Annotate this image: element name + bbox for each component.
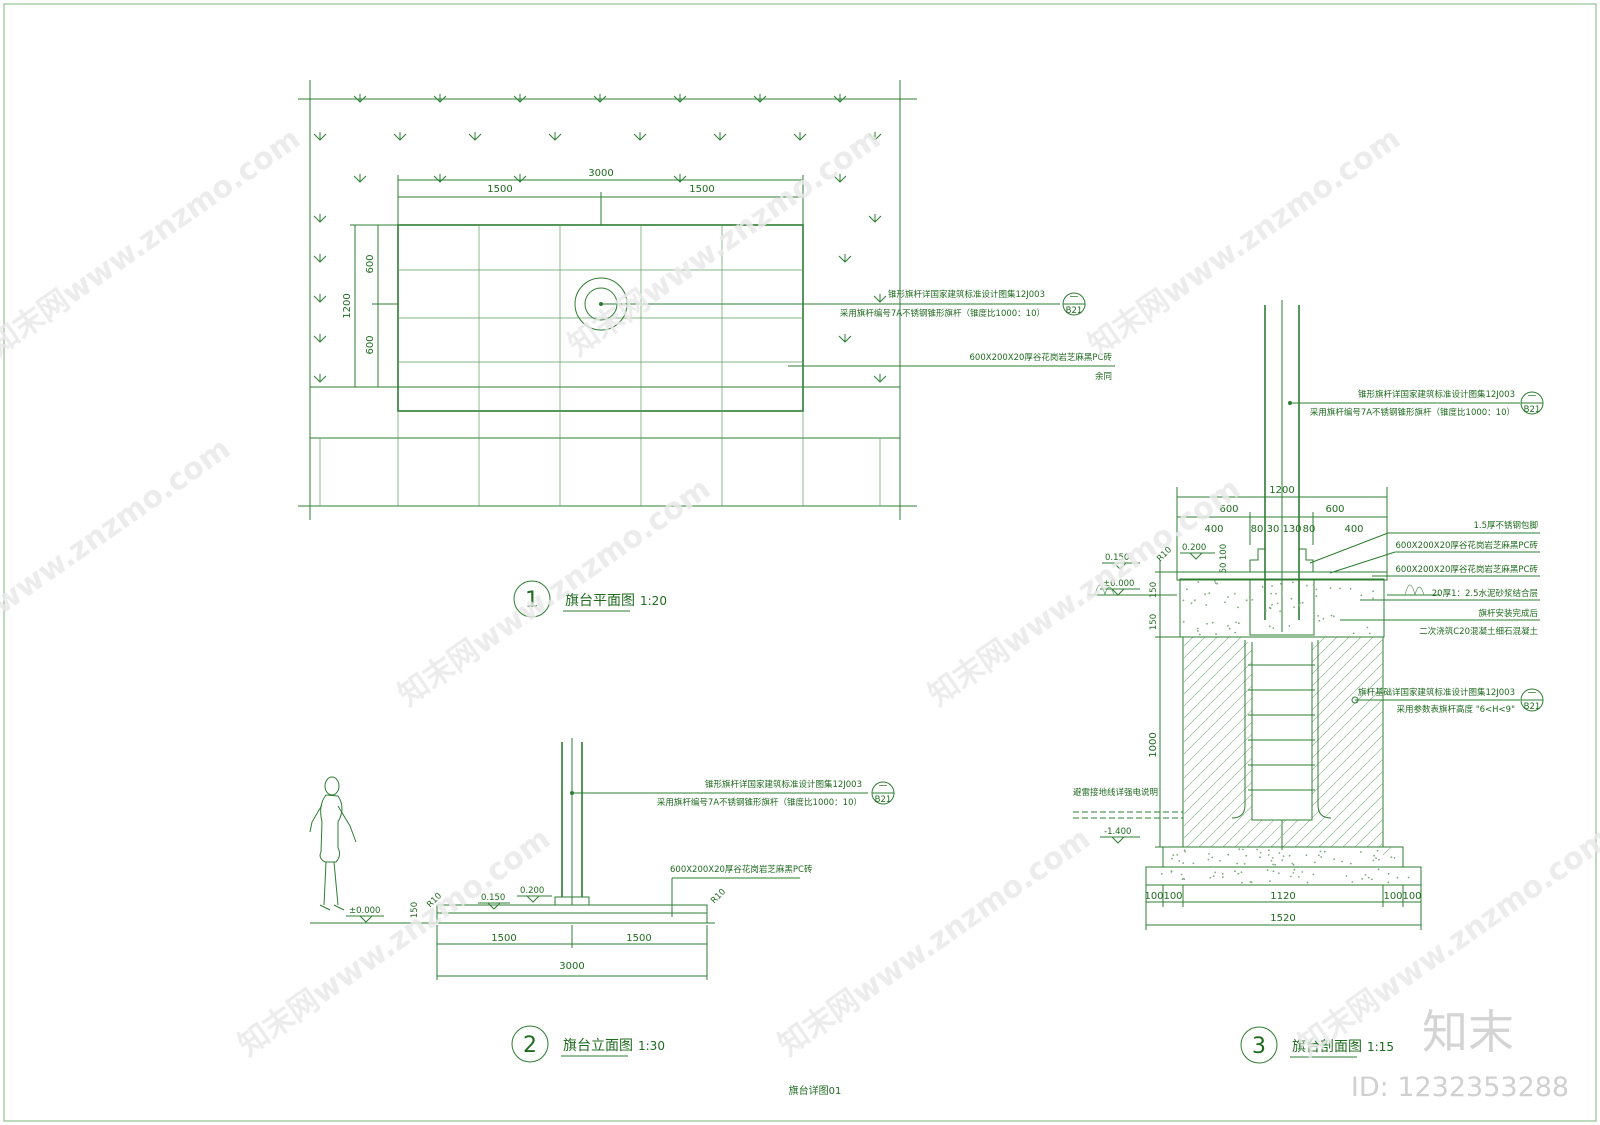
svg-text:知末网www.znzmo.com: 知末网www.znzmo.com — [922, 471, 1247, 713]
sec-level-ground: ±0.000 — [1103, 579, 1134, 589]
plan-dim-total: 3000 — [588, 168, 613, 179]
plan-ref-bottom: B21 — [1066, 306, 1083, 316]
plan-dim-half-right: 1500 — [689, 184, 714, 195]
watermark: 知末网www.znzmo.com 知末网www.znzmo.com 知末网www… — [0, 121, 1600, 1063]
sec-dim-b100b: 100 — [1163, 891, 1182, 902]
sec-note-pole-1: 锥形旗杆详国家建筑标准设计图集12J003 — [1358, 389, 1515, 400]
sec-dim-50: 50 — [1219, 563, 1229, 574]
sec-layer-1: 1.5厚不锈钢包脚 — [1473, 520, 1538, 531]
sec-dim-top-total: 1200 — [1269, 485, 1294, 496]
sec-dim-400r: 400 — [1344, 524, 1363, 535]
sec-title: 旗台剖面图 — [1292, 1039, 1362, 1055]
sec-ground-note: 避雷接地线详强电说明 — [1073, 787, 1158, 798]
elevation-view: 锥形旗杆详国家建筑标准设计图集12J003 采用旗杆编号7A不锈钢锥形旗杆（锥度… — [309, 738, 895, 1063]
sec-dim-400l: 400 — [1204, 524, 1223, 535]
plan-note-pole-2: 采用旗杆编号7A不锈钢锥形旗杆（锥度比1000：10） — [840, 308, 1045, 319]
svg-text:知末网www.znzmo.com: 知末网www.znzmo.com — [1082, 121, 1407, 363]
elev-note-paving: 600X200X20厚谷花岗岩芝麻黑PC砖 — [670, 864, 813, 875]
sec-dim-b1120: 1120 — [1270, 891, 1295, 902]
sec-ref-top: 一 — [1528, 392, 1537, 402]
person-figure — [309, 776, 357, 911]
sec-dim-1000: 1000 — [1148, 732, 1159, 757]
plan-dim-half-left: 1500 — [487, 184, 512, 195]
elev-dim-half-right: 1500 — [626, 933, 651, 944]
plan-ref-top: 一 — [1070, 293, 1079, 303]
section-view: 1200 600 600 400 80 30 130 80 400 150 15… — [1073, 300, 1544, 1064]
sheet-border — [3, 3, 1597, 1122]
elev-index: 2 — [523, 1033, 537, 1058]
sec-dim-80l: 80 — [1251, 524, 1264, 535]
sec-dim-half-l: 600 — [1219, 504, 1238, 515]
elev-ref-bottom: B21 — [875, 795, 892, 805]
plan-scale: 1:20 — [640, 594, 667, 608]
plan-note-rest: 余同 — [1095, 371, 1112, 382]
sec-dim-100: 100 — [1219, 544, 1229, 560]
sec-found-ref-bottom: B21 — [1524, 702, 1541, 712]
elev-radius-right: R10 — [709, 887, 728, 906]
sec-found-ref-top: 一 — [1528, 689, 1537, 699]
sec-dim-half-r: 600 — [1325, 504, 1344, 515]
svg-text:知末网www.znzmo.com: 知末网www.znzmo.com — [562, 121, 887, 363]
svg-text:知末网www.znzmo.com: 知末网www.znzmo.com — [772, 821, 1097, 1063]
sec-found-2: 采用参数表旗杆高度 "6<H<9" — [1397, 704, 1516, 715]
watermark-brand: 知末 — [1422, 1005, 1514, 1059]
sec-level-bottom: -1.400 — [1104, 827, 1131, 837]
sec-scale: 1:15 — [1367, 1040, 1394, 1054]
sec-found-1: 旗杆基础详国家建筑标准设计图集12J003 — [1358, 687, 1515, 698]
elev-dim-total: 3000 — [559, 961, 584, 972]
sec-dim-130: 130 — [1282, 524, 1301, 535]
sec-dim-b100d: 100 — [1402, 891, 1421, 902]
sec-layer-2: 600X200X20厚谷花岗岩芝麻黑PC砖 — [1396, 540, 1539, 551]
sec-layer-5: 旗杆安装完成后 — [1478, 608, 1538, 619]
sec-level-2: 0.200 — [1182, 543, 1206, 553]
plan-dim-height: 1200 — [342, 293, 353, 318]
sec-level-1: 0.150 — [1105, 553, 1129, 563]
plan-title: 旗台平面图 — [565, 593, 635, 609]
elev-dim-half-left: 1500 — [491, 933, 516, 944]
plan-note-paving: 600X200X20厚谷花岗岩芝麻黑PC砖 — [970, 352, 1113, 363]
sheet-name: 旗台详图01 — [789, 1084, 842, 1097]
elev-level-2: 0.200 — [520, 886, 544, 896]
elev-level-ground: ±0.000 — [349, 906, 380, 916]
sec-note-pole-2: 采用旗杆编号7A不锈钢锥形旗杆（锥度比1000：10） — [1310, 407, 1515, 418]
elev-ref-top: 一 — [879, 782, 888, 792]
plan-view: 3000 1500 1500 1200 600 600 锥形旗杆详国家建筑标准设… — [298, 80, 1115, 618]
plan-index: 1 — [525, 588, 539, 613]
elev-title: 旗台立面图 — [563, 1038, 633, 1054]
elev-dim-h: 150 — [410, 902, 420, 918]
sec-dim-150a: 150 — [1149, 582, 1159, 598]
sec-layer-3: 600X200X20厚谷花岗岩芝麻黑PC砖 — [1396, 564, 1539, 575]
plan-dim-h-bottom: 600 — [365, 335, 376, 354]
elev-scale: 1:30 — [638, 1039, 665, 1053]
elev-note-pole-1: 锥形旗杆详国家建筑标准设计图集12J003 — [705, 779, 862, 790]
elev-level-1: 0.150 — [481, 893, 505, 903]
svg-text:知末网www.znzmo.com: 知末网www.znzmo.com — [392, 471, 717, 713]
sec-layer-4: 20厚1：2.5水泥砂浆结合层 — [1432, 588, 1538, 599]
sec-dim-150b: 150 — [1149, 614, 1159, 630]
plan-dim-h-top: 600 — [365, 254, 376, 273]
sec-dim-b1520: 1520 — [1270, 913, 1295, 924]
plan-note-pole-1: 锥形旗杆详国家建筑标准设计图集12J003 — [888, 289, 1045, 300]
svg-text:知末网www.znzmo.com: 知末网www.znzmo.com — [0, 431, 237, 673]
sec-dim-80r: 80 — [1303, 524, 1316, 535]
sec-dim-30: 30 — [1267, 524, 1280, 535]
sec-dim-b100c: 100 — [1383, 891, 1402, 902]
sec-ref-bottom: B21 — [1524, 405, 1541, 415]
sec-layer-6: 二次浇筑C20混凝土细石混凝土 — [1419, 626, 1538, 637]
svg-text:知末网www.znzmo.com: 知末网www.znzmo.com — [0, 121, 307, 363]
sec-dim-b100a: 100 — [1144, 891, 1163, 902]
watermark-id: ID: 1232353288 — [1351, 1072, 1569, 1103]
elev-note-pole-2: 采用旗杆编号7A不锈钢锥形旗杆（锥度比1000：10） — [657, 797, 862, 808]
sec-index: 3 — [1252, 1034, 1266, 1059]
